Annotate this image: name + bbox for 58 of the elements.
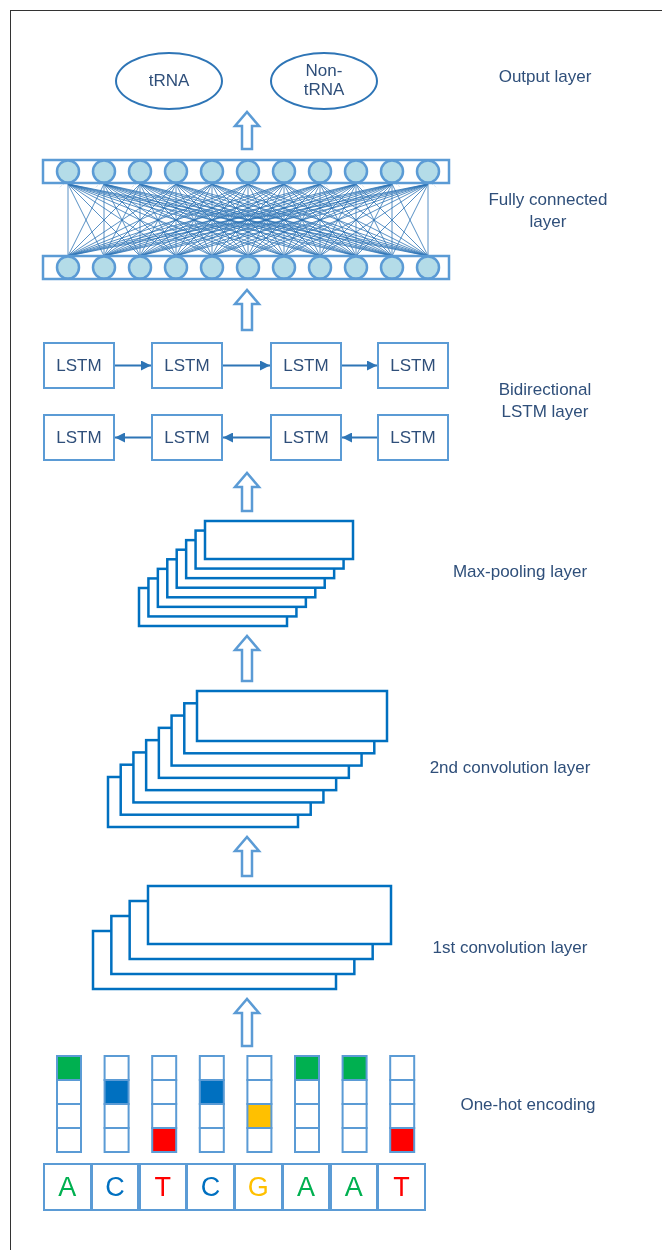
feature-map-stack-drawing: [138, 520, 354, 627]
layer-name: 1st convolution layer: [431, 937, 589, 959]
lstm-cell-box: [151, 342, 223, 389]
nucleotide-box: [234, 1163, 283, 1211]
node-text: A: [297, 1171, 315, 1203]
lstm-cell-box: [151, 414, 223, 461]
arrow: [114, 432, 152, 443]
layer-name: Max-pooling layer: [451, 561, 589, 583]
nucleotide-box: [377, 1163, 426, 1211]
arrow: [222, 432, 271, 443]
nucleotide-box: [281, 1163, 331, 1211]
lstm-cell-box: [377, 342, 449, 389]
arrow: [341, 432, 378, 443]
node-text: A: [344, 1171, 363, 1203]
lstm-cell-box: [377, 414, 449, 461]
node-text: C: [200, 1171, 221, 1203]
feature-map-stack-drawing: [92, 885, 392, 990]
nucleotide-box: [90, 1163, 140, 1211]
lstm-cell-box: [270, 414, 342, 461]
layer-name: Output layer: [497, 66, 593, 88]
node-text: LSTM: [56, 355, 102, 376]
hollow-arrow: [232, 634, 262, 683]
nucleotide-box: [186, 1163, 235, 1211]
hollow-arrow: [232, 110, 262, 151]
layer-name: One-hot encoding: [459, 1094, 597, 1116]
node-text: A: [58, 1171, 77, 1203]
node-text: T: [393, 1171, 410, 1203]
node-text: LSTM: [283, 355, 329, 376]
hollow-arrow: [232, 835, 262, 878]
node-text: tRNA: [148, 71, 190, 91]
node-text: LSTM: [56, 427, 102, 448]
nucleotide-box: [43, 1163, 92, 1211]
fully-connected-layer-drawing: [43, 158, 449, 281]
node-text: C: [105, 1171, 125, 1203]
node-text: T: [154, 1171, 171, 1203]
arrow: [222, 360, 271, 371]
lstm-cell-box: [43, 414, 115, 461]
layer-name: Fully connected layer: [487, 189, 609, 233]
arrow: [114, 360, 152, 371]
hollow-arrow: [232, 471, 262, 513]
node-text: LSTM: [283, 427, 329, 448]
layer-name: Bidirectional LSTM layer: [497, 379, 593, 423]
node-text: LSTM: [164, 355, 210, 376]
nucleotide-box: [138, 1163, 187, 1211]
layer-name: 2nd convolution layer: [428, 757, 592, 779]
lstm-cell-box: [43, 342, 115, 389]
feature-map-stack-drawing: [107, 690, 388, 828]
node-text: Non-tRNA: [302, 62, 346, 100]
arrow: [341, 360, 378, 371]
one-hot-vectors-drawing: [56, 1055, 413, 1152]
lstm-cell-box: [270, 342, 342, 389]
hollow-arrow: [232, 288, 262, 332]
node-text: G: [247, 1171, 269, 1203]
hollow-arrow: [232, 997, 262, 1048]
node-text: LSTM: [390, 355, 436, 376]
node-text: LSTM: [164, 427, 210, 448]
node-text: LSTM: [390, 427, 436, 448]
nucleotide-box: [329, 1163, 378, 1211]
